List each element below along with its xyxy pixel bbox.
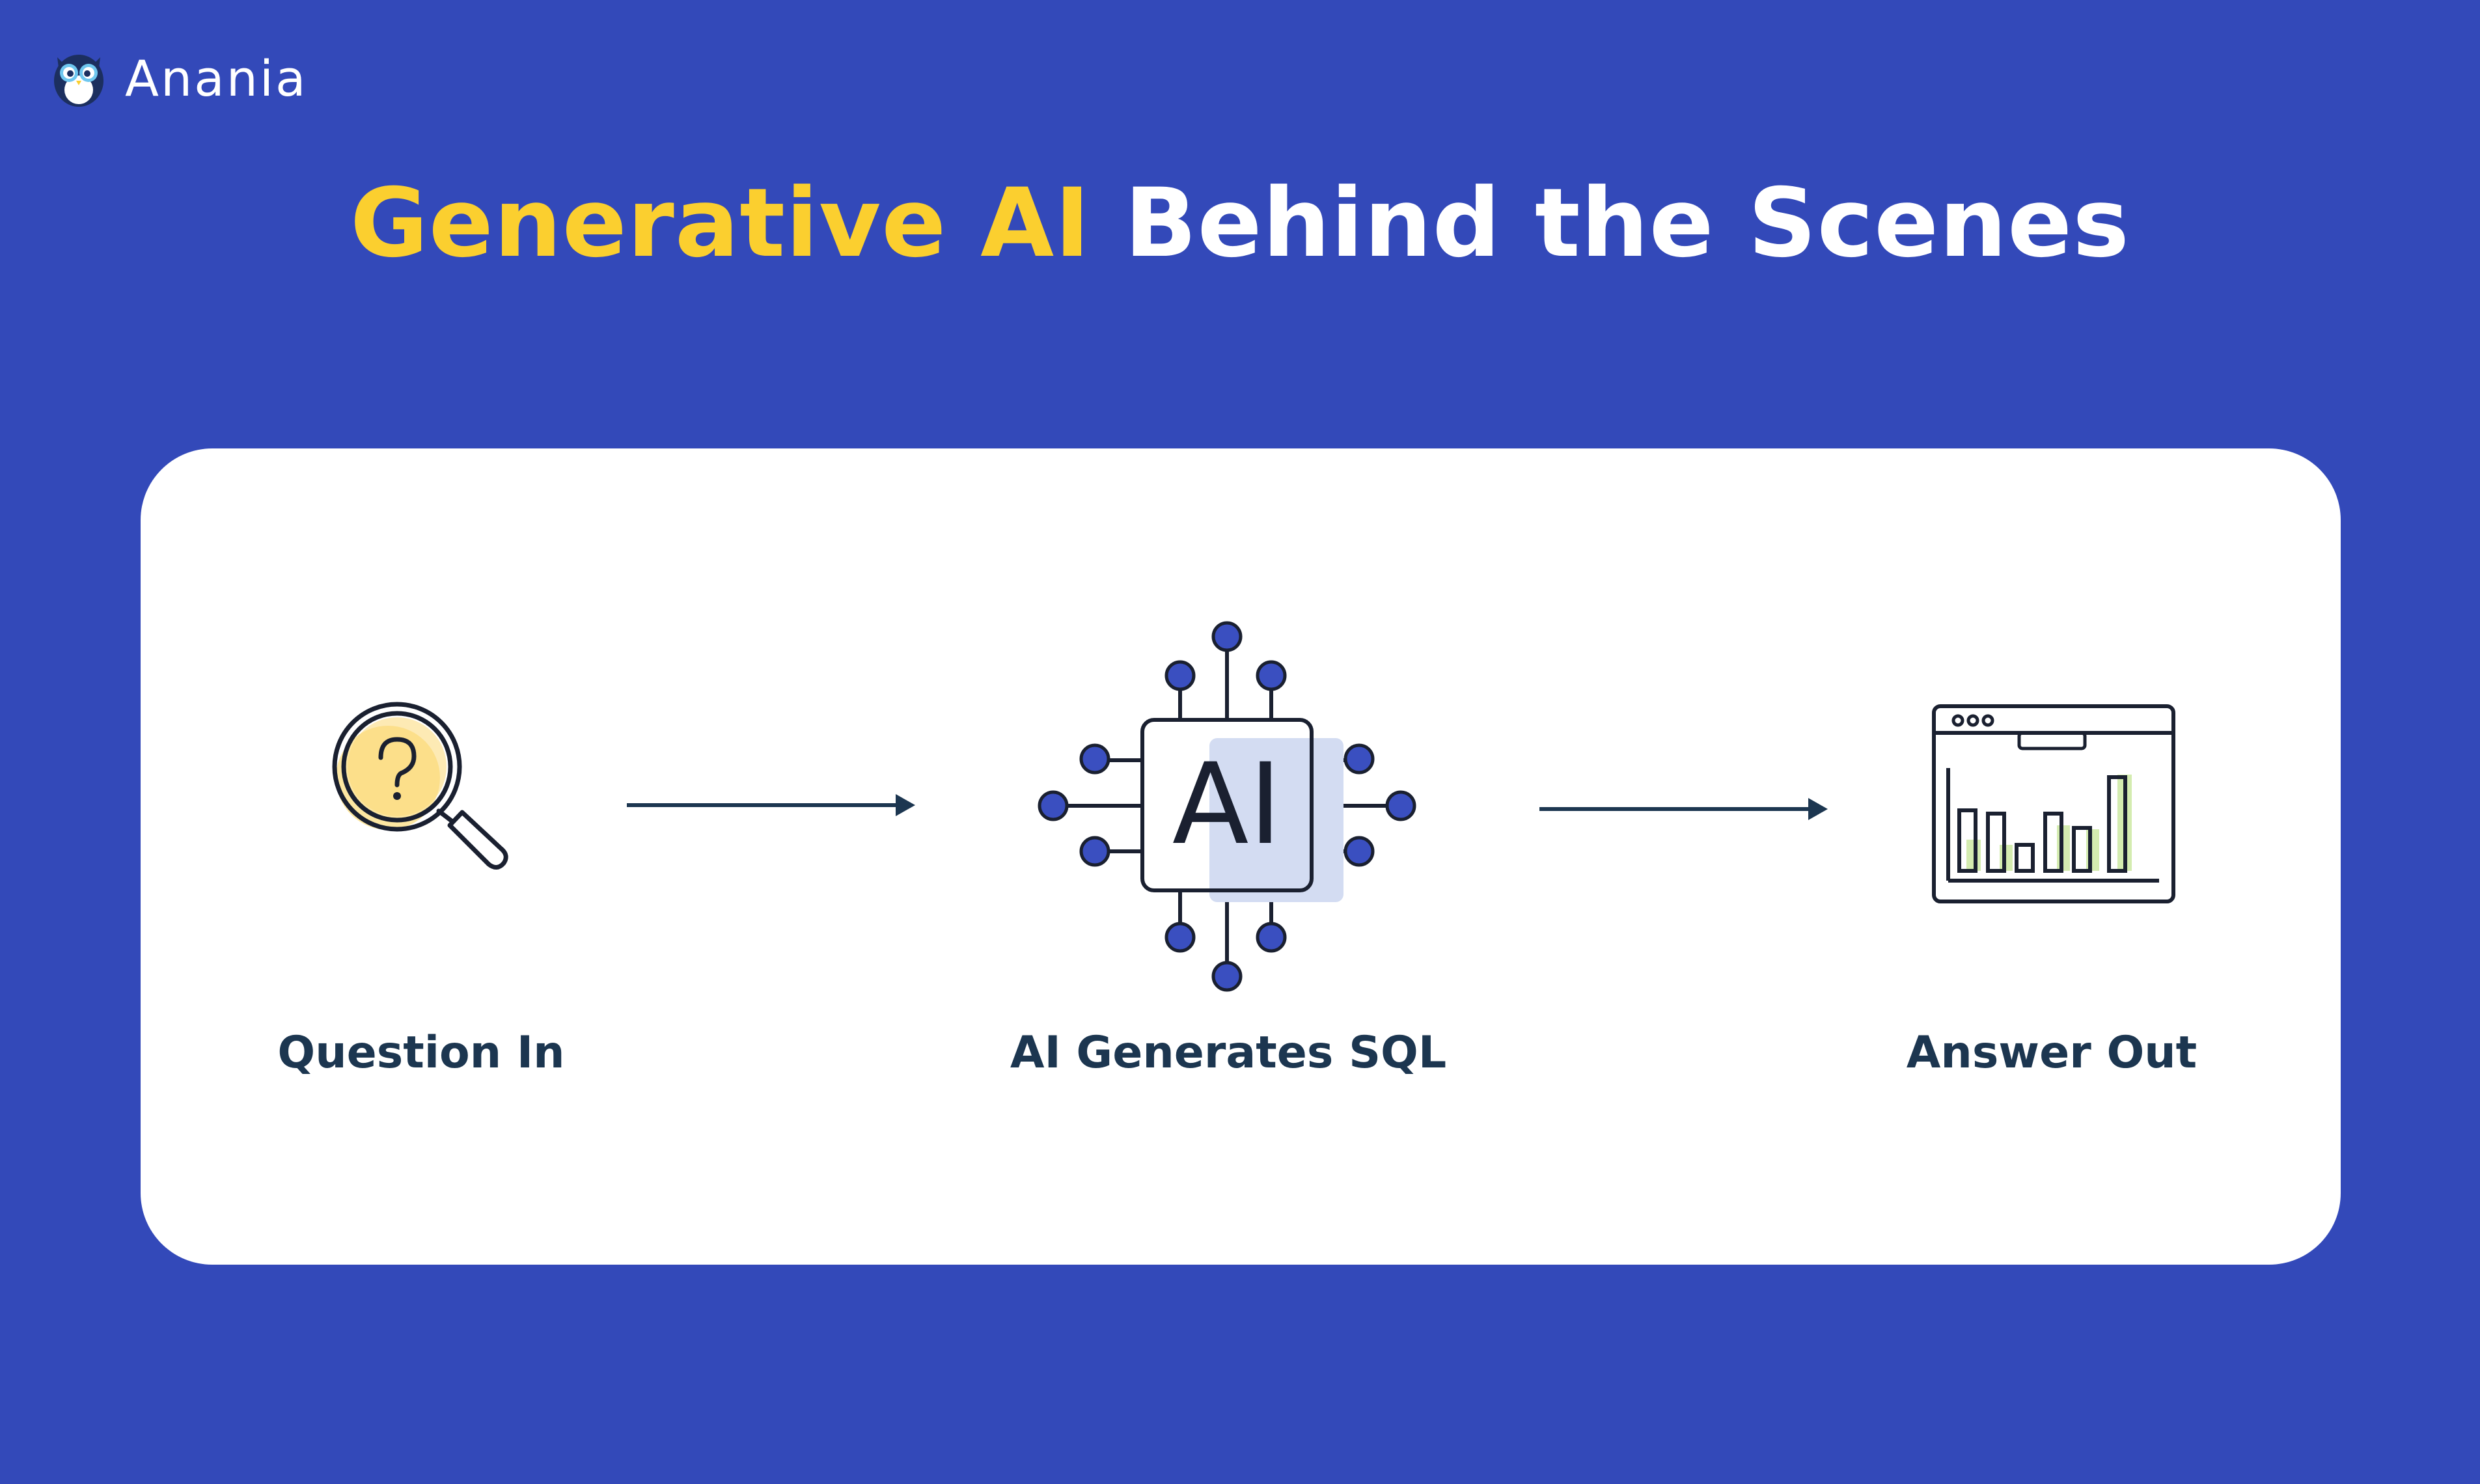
ai-chip-icon: AI: [1038, 621, 1416, 992]
title-rest: Behind the Scenes: [1124, 168, 2130, 279]
title-accent: Generative AI: [350, 168, 1091, 279]
magnifier-question-icon: [332, 702, 508, 870]
owl-icon: [54, 55, 103, 107]
page-title: Generative AI Behind the Scenes: [0, 168, 2480, 279]
brand-name: Anania: [125, 49, 308, 107]
brand-logo: Anania: [52, 48, 308, 108]
arrow-right-icon: [627, 794, 915, 816]
step-label-answer-out: Answer Out: [1906, 1027, 2198, 1079]
dashboard-bar-chart-icon: [1932, 704, 2175, 903]
step-label-question-in: Question In: [277, 1027, 565, 1079]
chip-label: AI: [1172, 739, 1282, 870]
step-label-ai-generates-sql: AI Generates SQL: [1010, 1027, 1447, 1079]
arrow-right-icon: [1539, 798, 1828, 820]
